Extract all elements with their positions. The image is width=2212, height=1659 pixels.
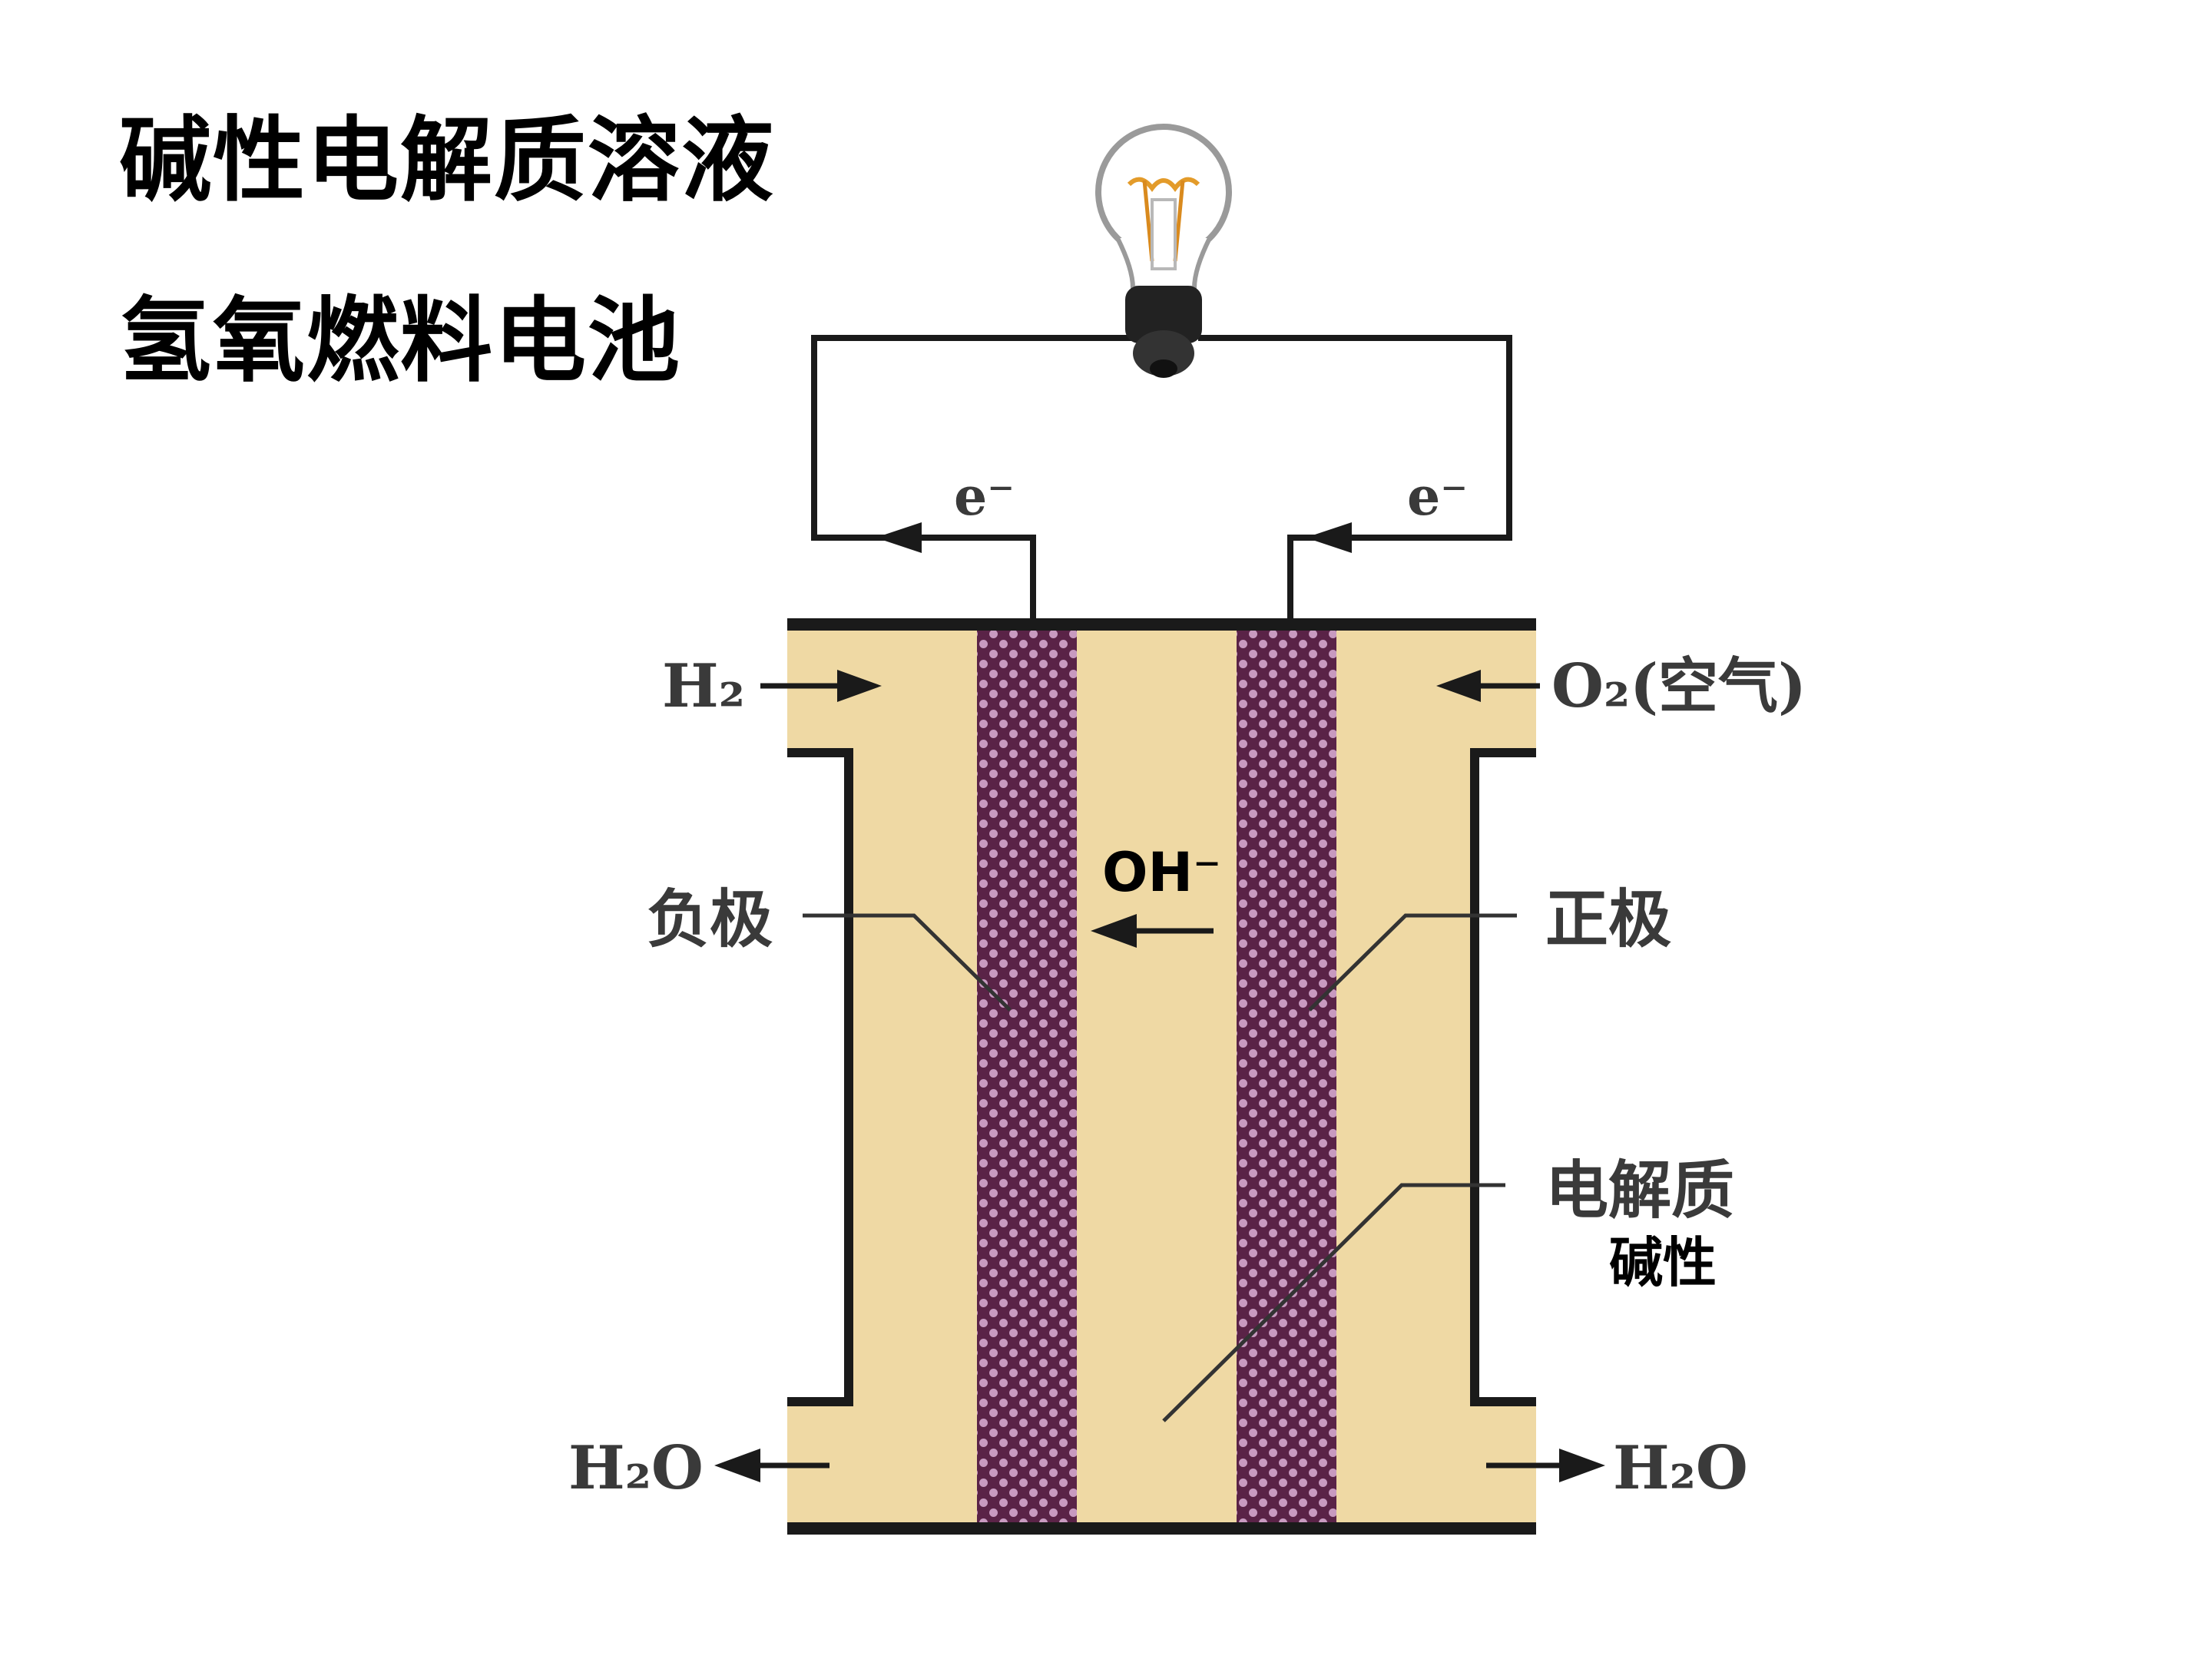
h2o-outlet-arrowhead-left (714, 1449, 760, 1482)
page-title-line-1: 碱性电解质溶液 (119, 108, 775, 214)
negative-leader-line (803, 913, 1012, 1012)
electrolyte-leader-line (1162, 1183, 1505, 1422)
negative-electrode (977, 626, 1077, 1528)
bottom-plate (787, 1522, 1536, 1535)
electrolyte-type-label: 碱性 (1609, 1231, 1717, 1294)
positive-leader-line (1308, 913, 1517, 1012)
page-title-line-2: 氢氧燃料电池 (119, 288, 681, 395)
ion-label: OH⁻ (1102, 841, 1221, 904)
negative-electrode-label: 负极 (647, 882, 773, 956)
h2o-outlet-label-right: H₂O (1613, 1433, 1748, 1503)
electron-arrowhead-left (876, 522, 922, 553)
o2-inlet-arrowhead (1436, 670, 1481, 702)
top-plate (787, 618, 1536, 631)
cell-body (787, 626, 1536, 1528)
positive-electrode-label: 正极 (1545, 882, 1671, 956)
electron-arrowhead-right (1306, 522, 1352, 553)
electrolyte-label: 电解质 (1545, 1154, 1734, 1227)
circuit-wire (811, 335, 1512, 618)
h2o-outlet-arrowhead-right (1559, 1449, 1605, 1482)
h2o-outlet-label-left: H₂O (568, 1433, 704, 1503)
h2-inlet-arrowhead (837, 670, 882, 702)
right-wall (1470, 748, 1536, 1406)
h2-inlet-label: H₂ (662, 651, 745, 721)
positive-electrode (1237, 626, 1336, 1528)
o2-inlet-label: O₂(空气) (1551, 651, 1806, 721)
light-bulb-icon (1095, 124, 1232, 378)
electron-label-right: e⁻ (1407, 466, 1468, 528)
electron-label-left: e⁻ (954, 466, 1015, 528)
ion-arrowhead (1091, 914, 1137, 948)
left-wall (787, 748, 853, 1406)
